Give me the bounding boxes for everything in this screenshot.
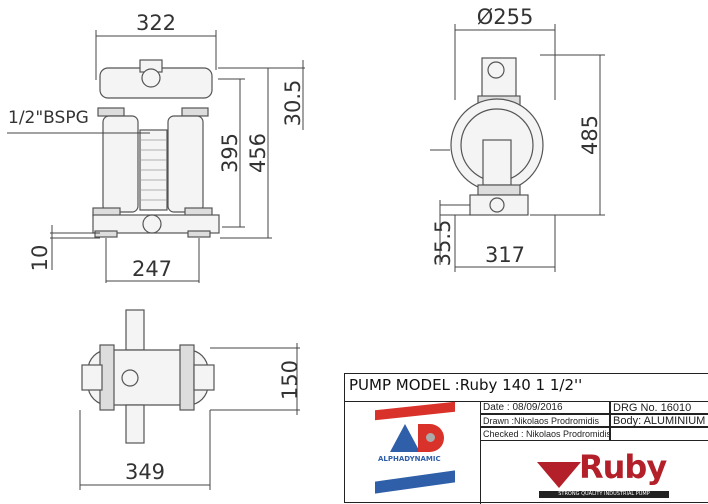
ruby-tagline: STRONG QUALITY INDUSTRIAL PUMP [539,491,669,498]
dim-395: 395 [218,133,242,173]
alphadynamic-text: ALPHADYNAMIC [378,455,441,463]
dim-diameter-255: Ø255 [477,5,534,29]
dim-456: 456 [246,133,270,173]
dim-30-5: 30.5 [281,80,305,127]
dim-485: 485 [578,115,602,155]
empty-cell [610,427,708,441]
dim-10: 10 [28,245,52,272]
checked-by: Checked : Nikolaos Prodromidis [480,427,610,441]
ruby-brand-text: Ruby [579,448,667,486]
dim-35-5: 35.5 [431,220,455,267]
date-field: Date : 08/09/2016 [480,401,610,414]
dim-150: 150 [278,360,302,400]
dim-317: 317 [485,243,525,267]
bottom-view: 150 349 [79,309,302,490]
ruby-gem-icon [537,462,581,488]
port-label: 1/2"BSPG [8,108,89,128]
dim-322: 322 [136,11,176,35]
drg-number: DRG No. 16010 [610,401,708,414]
dim-247: 247 [132,257,172,281]
pump-model-title: PUMP MODEL :Ruby 140 1 1/2'' [349,376,583,394]
front-view: 322 1/2"BSPG 395 456 30.5 [7,11,305,283]
title-block: PUMP MODEL :Ruby 140 1 1/2'' ALPHADYNAMI… [344,373,708,504]
alphadynamic-logo: ALPHADYNAMIC [370,401,460,496]
side-view: Ø255 485 35.5 317 [430,5,605,272]
ruby-logo: Ruby STRONG QUALITY INDUSTRIAL PUMP [537,448,707,499]
drawn-by: Drawn :Nikolaos Prodromidis [480,414,610,427]
body-material: Body: ALUMINIUM [610,414,708,427]
dim-349: 349 [125,460,165,484]
